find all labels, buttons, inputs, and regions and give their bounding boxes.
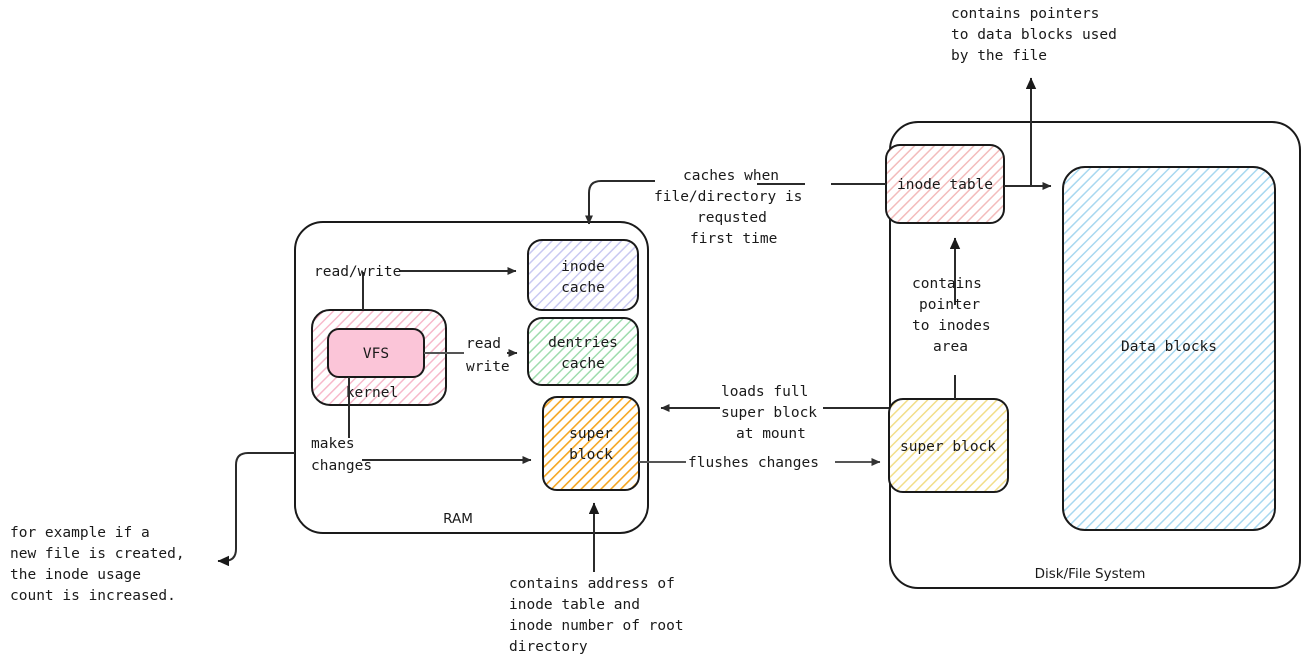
note-contains-address-line1: contains address of — [509, 576, 675, 592]
dentries-cache-box-shape — [527, 317, 639, 386]
edge-label-loads-line1: loads full — [721, 384, 808, 400]
disk-super-block-label: super block — [900, 439, 996, 455]
kernel-box-label: kernel — [346, 385, 398, 401]
vfs-box-label: VFS — [363, 346, 389, 362]
edge-label-loads-line2: super block — [721, 405, 817, 421]
disk-super-block-box-shape — [888, 398, 1009, 493]
note-contains-pointers-line3: by the file — [951, 48, 1047, 64]
note-contains-pointers-line2: to data blocks used — [951, 27, 1117, 43]
edge-makes-changes: makes changes — [311, 377, 532, 474]
edge-read-write-dentries: read write — [424, 336, 518, 375]
note-for-example-line4: count is increased. — [10, 588, 176, 604]
edge-label-flushes-changes: flushes changes — [688, 455, 819, 471]
edge-caches-when-arrow — [585, 180, 655, 225]
inode-cache-label-line2: cache — [561, 280, 605, 296]
data-blocks-box[interactable]: Data blocks — [1062, 166, 1276, 531]
dentries-cache-label-line1: dentries — [548, 335, 618, 351]
note-contains-address-line3: inode number of root — [509, 618, 684, 634]
note-contains-pointers-line1: contains pointers — [951, 6, 1099, 22]
note-for-example-line3: the inode usage — [10, 567, 141, 583]
ram-super-block-box-shape — [542, 396, 640, 491]
edge-read-write-inode-cache: read/write — [314, 264, 517, 310]
dentries-cache-label-line2: cache — [561, 356, 605, 372]
edge-label-read-write: read/write — [314, 264, 401, 280]
edge-flushes-changes: flushes changes — [639, 455, 881, 471]
note-for-example-line1: for example if a — [10, 525, 150, 541]
note-caches-line3: requsted — [697, 210, 767, 226]
ram-container-outline — [294, 221, 649, 534]
edge-label-read: read — [466, 336, 501, 352]
note-contains-pointer-inodes: contains pointer to inodes area — [912, 237, 991, 399]
disk-container-label: Disk/File System — [1035, 566, 1146, 582]
note-caches-line1: caches when — [683, 168, 779, 184]
note-contains-address-line4: directory — [509, 639, 588, 655]
note-pointer-inodes-line1: contains — [912, 276, 982, 292]
edge-label-write: write — [466, 359, 510, 375]
note-contains-address-line2: inode table and — [509, 597, 640, 613]
disk-super-block-box[interactable]: super block — [888, 398, 1009, 493]
note-pointer-inodes-line3: to inodes — [912, 318, 991, 334]
note-caches-line2: file/directory is — [654, 189, 802, 205]
data-blocks-label: Data blocks — [1121, 339, 1217, 355]
note-for-example: for example if a new file is created, th… — [10, 452, 295, 604]
vfs-box[interactable]: VFS — [327, 328, 425, 378]
note-contains-pointers: contains pointers to data blocks used by… — [951, 6, 1117, 186]
note-caches-line4: first time — [690, 231, 777, 247]
inode-cache-box[interactable]: inode cache — [527, 239, 639, 311]
inode-table-box[interactable]: inode table — [885, 144, 1005, 224]
ram-super-block-label-line1: super — [569, 426, 613, 442]
edge-for-example-arrow — [217, 452, 295, 567]
edge-caches-when: caches when file/directory is requsted f… — [585, 168, 886, 247]
edge-loads-super-block: loads full super block at mount — [660, 384, 889, 442]
ram-super-block-label-line2: block — [569, 447, 613, 463]
disk-container: Disk/File System — [889, 121, 1301, 589]
inode-cache-label-line1: inode — [561, 259, 605, 275]
ram-container-label: RAM — [443, 511, 473, 527]
edge-label-loads-line3: at mount — [736, 426, 806, 442]
inode-table-label: inode table — [897, 177, 993, 193]
disk-container-outline — [889, 121, 1301, 589]
note-pointer-inodes-line2: pointer — [919, 297, 980, 313]
note-for-example-line2: new file is created, — [10, 546, 185, 562]
edge-label-makes: makes — [311, 436, 355, 452]
data-blocks-box-shape — [1062, 166, 1276, 531]
note-pointer-inodes-line4: area — [933, 339, 968, 355]
ram-super-block-box[interactable]: super block — [542, 396, 640, 491]
dentries-cache-box[interactable]: dentries cache — [527, 317, 639, 386]
edge-label-changes: changes — [311, 458, 372, 474]
inode-cache-box-shape — [527, 239, 639, 311]
note-contains-address: contains address of inode table and inod… — [509, 502, 684, 655]
ram-container: RAM — [294, 221, 649, 534]
